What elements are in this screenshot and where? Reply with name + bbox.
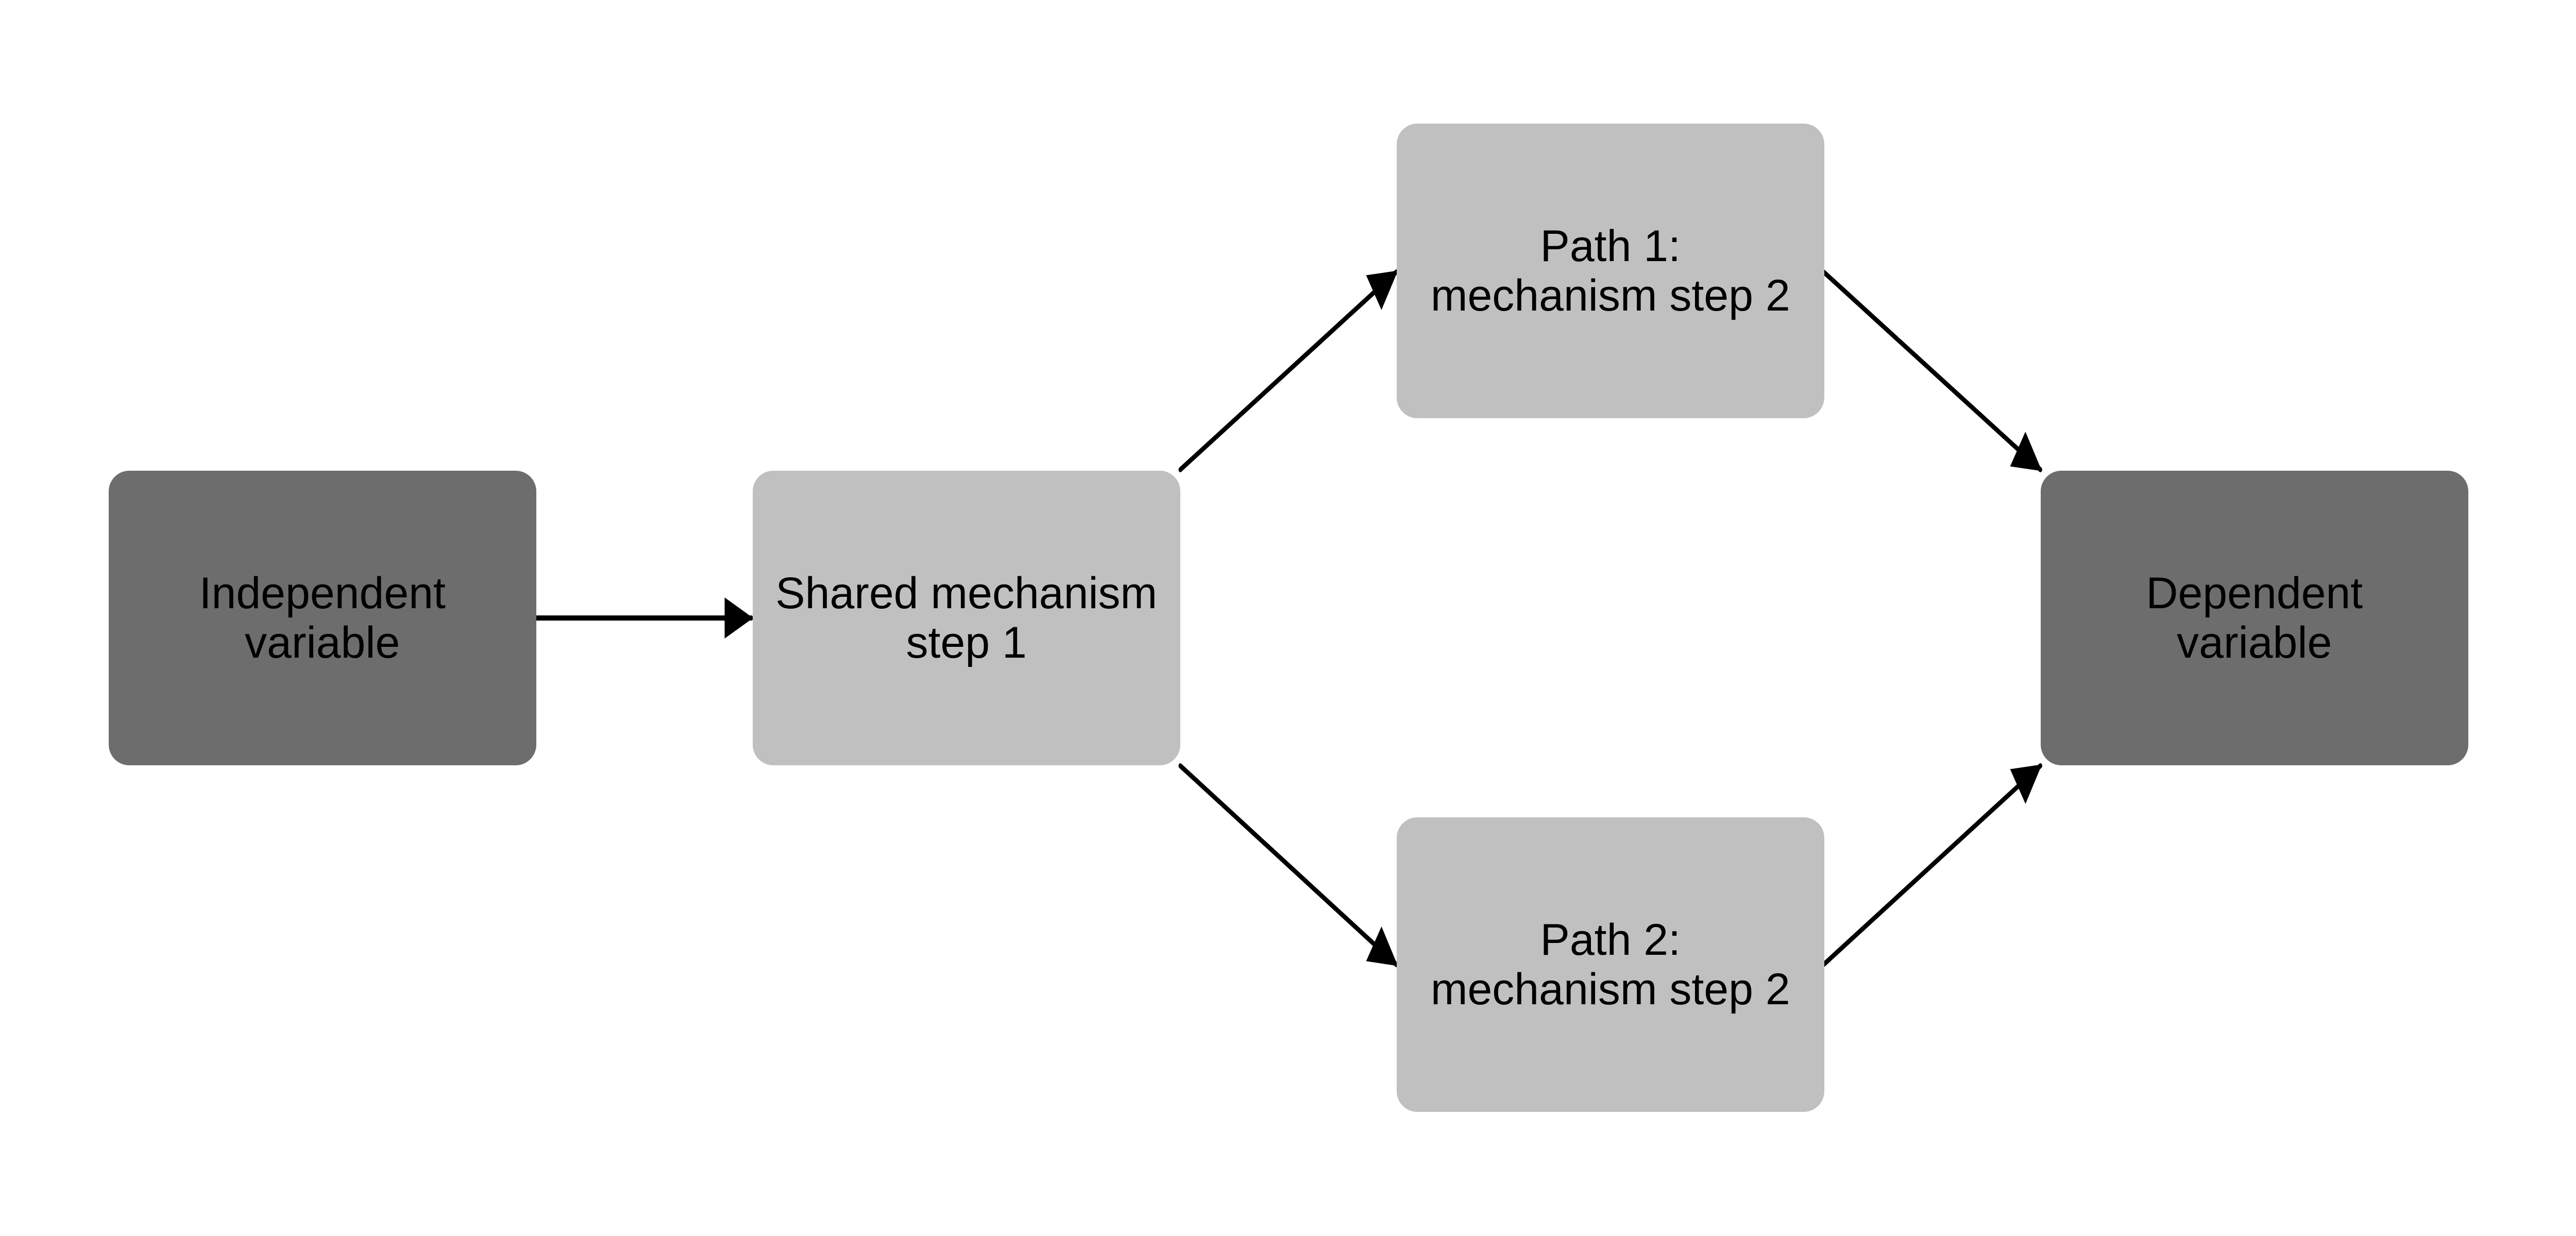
node-path1: Path 1:mechanism step 2: [1396, 124, 1824, 418]
node-label-line1: Shared mechanism: [775, 569, 1158, 618]
node-label-line2: mechanism step 2: [1430, 965, 1790, 1014]
node-label-line2: variable: [2177, 618, 2332, 667]
node-label-line2: step 1: [906, 618, 1027, 667]
node-path2: Path 2:mechanism step 2: [1396, 817, 1824, 1112]
node-label-line1: Path 1:: [1540, 221, 1681, 271]
node-label-line2: variable: [245, 618, 400, 667]
arrow-shared-to-path2: [1178, 763, 1398, 967]
node-label-line2: mechanism step 2: [1430, 271, 1790, 320]
node-label-line1: Path 2:: [1540, 915, 1681, 965]
node-label-line1: Dependent: [2146, 569, 2363, 618]
arrow-path1-to-dependent: [1822, 269, 2042, 472]
node-label-line1: Independent: [199, 569, 446, 618]
arrow-path2-to-dependent: [1822, 763, 2042, 967]
arrow-shared-to-path1: [1178, 269, 1398, 472]
